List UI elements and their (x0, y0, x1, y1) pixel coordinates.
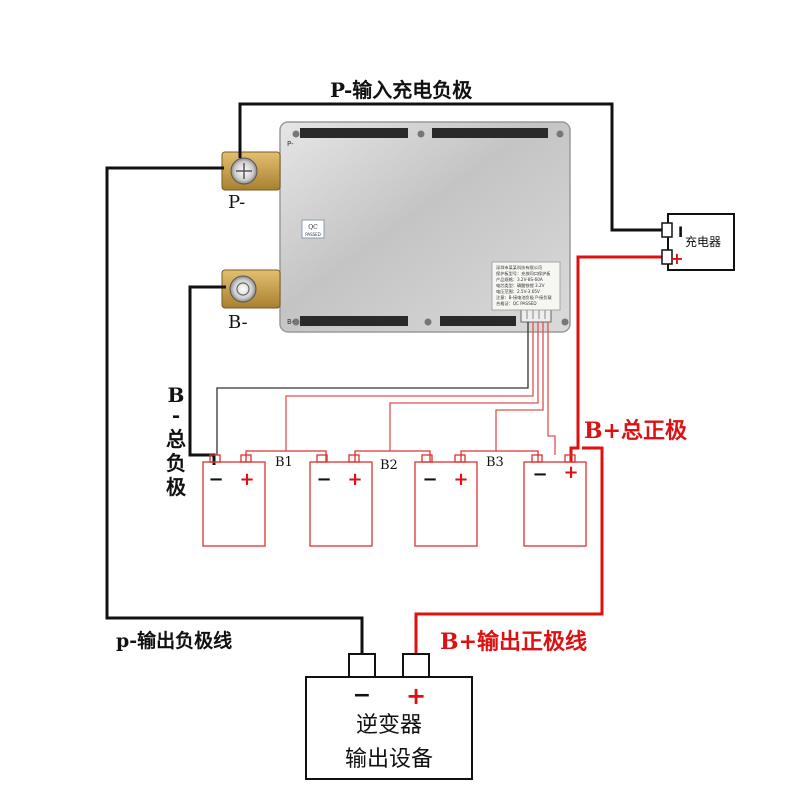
charger-plus-sign: + (670, 249, 683, 268)
series-jumpers (245, 450, 539, 462)
charger-label: 充电器 (685, 234, 721, 249)
spec-sticker: 深圳市某某科技有限公司 保护板型号：充放同口保护板 产品规格：3.2V-8S-6… (491, 261, 561, 311)
board-silk-p: P- (287, 140, 294, 148)
cell-plus-sign: + (347, 469, 362, 490)
inverter-label-line2: 输出设备 (345, 747, 433, 772)
tap-label-b1: B1 (275, 455, 293, 470)
sticker-line: 深圳市某某科技有限公司 (496, 264, 542, 271)
red-wires (414, 255, 662, 655)
qc-text: QC (308, 224, 318, 231)
screw-icon (424, 318, 432, 326)
sense-wire-b3 (495, 322, 544, 451)
inverter-label-line1: 逆变器 (356, 713, 422, 738)
b-terminal-label: B- (228, 312, 248, 333)
inverter-negative-port (348, 653, 376, 678)
cell-minus-sign: − (208, 469, 223, 490)
board-header-bottom-left (300, 316, 408, 326)
label-b-total-negative: B-总负极 (166, 383, 187, 499)
vertical-label-char: B (168, 383, 185, 407)
sticker-line: 注意：B-接电池负极 P-接负载 (496, 294, 553, 301)
cell-positive-post (564, 454, 576, 463)
wire-p-charge-negative (238, 102, 662, 232)
balance-wires (216, 322, 556, 455)
sense-wire-b0 (216, 322, 529, 455)
sense-wire-b1 (285, 322, 534, 451)
sticker-line: 电压范围：2.5V-3.65V (496, 288, 540, 295)
wire-p-output-negative (105, 166, 364, 655)
vertical-label-char: 极 (166, 475, 187, 499)
jumper-1 (245, 450, 327, 462)
cell-minus-sign: − (316, 469, 331, 490)
charger-negative-port (661, 222, 673, 238)
sense-wire-b2 (389, 322, 539, 451)
cell-positive-post (454, 454, 466, 463)
inverter-positive-port (402, 653, 430, 678)
bolt-icon (229, 275, 257, 303)
inverter-box: − + 逆变器 输出设备 (305, 653, 473, 780)
cell-negative-post (421, 454, 433, 463)
board-header-top-right (432, 128, 548, 138)
cell-positive-post (240, 454, 252, 463)
label-b-output-positive: B+输出正极线 (440, 629, 587, 655)
jumper-2 (354, 450, 431, 462)
screw-icon (561, 318, 569, 326)
vertical-label-char: 总 (166, 427, 186, 451)
battery-cell-3: − + (414, 454, 478, 547)
sticker-line: 电芯类型：磷酸铁锂 3.2V (496, 282, 545, 289)
sticker-line: 合格证：QC PASSED (496, 300, 537, 307)
qc-sub-text: PASSED (305, 232, 321, 237)
vertical-label-char: 负 (166, 451, 186, 475)
label-b-total-positive: B+总正极 (584, 418, 688, 444)
tap-label-b3: B3 (486, 455, 504, 470)
charger-box: I + 充电器 (661, 213, 735, 271)
inverter-minus-sign: − (353, 683, 371, 708)
b-terminal (221, 269, 281, 309)
screw-icon (292, 130, 300, 138)
board-header-top-left (300, 128, 408, 138)
wire-b-output-positive (414, 446, 604, 655)
board-silk-b: B- (287, 318, 295, 326)
qc-sticker (301, 219, 325, 239)
battery-cell-1: − + (202, 454, 266, 547)
inverter-plus-sign: + (406, 682, 426, 710)
screw-icon (556, 130, 564, 138)
cell-minus-sign: − (422, 469, 437, 490)
screw-icon (417, 130, 425, 138)
p-terminal (221, 151, 281, 191)
wire-charger-positive (569, 255, 662, 462)
charger-positive-port (661, 249, 673, 265)
tap-label-b2: B2 (380, 458, 398, 473)
black-wires (105, 102, 662, 655)
sense-wire-b4 (547, 322, 556, 455)
cell-negative-post (316, 454, 328, 463)
label-p-charge-negative: P-输入充电负极 (330, 78, 473, 102)
bms-protection-board: QC PASSED P- B- 深圳市某某科技有限公司 保护板型号：充放同口保护… (279, 121, 571, 333)
cell-negative-post (209, 454, 221, 463)
cell-positive-post (348, 454, 360, 463)
cell-negative-post (531, 454, 543, 463)
charger-minus-sign: I (678, 225, 683, 241)
battery-cell-4: − + (523, 454, 587, 547)
jumper-3 (460, 450, 539, 462)
cell-minus-sign: − (532, 464, 547, 485)
screw-icon (292, 318, 300, 326)
sticker-line: 保护板型号：充放同口保护板 (496, 270, 551, 277)
battery-cell-2: − + (309, 454, 373, 547)
wire-b-total-negative (188, 285, 226, 465)
cell-plus-sign: + (563, 462, 578, 483)
cell-plus-sign: + (239, 469, 254, 490)
vertical-label-char: - (172, 403, 180, 427)
cell-plus-sign: + (453, 469, 468, 490)
sticker-line: 产品规格：3.2V-8S-60A (496, 276, 543, 283)
board-header-bottom-right (440, 316, 516, 326)
p-terminal-label: P- (228, 192, 245, 213)
label-p-output-negative: p-输出负极线 (116, 629, 232, 652)
